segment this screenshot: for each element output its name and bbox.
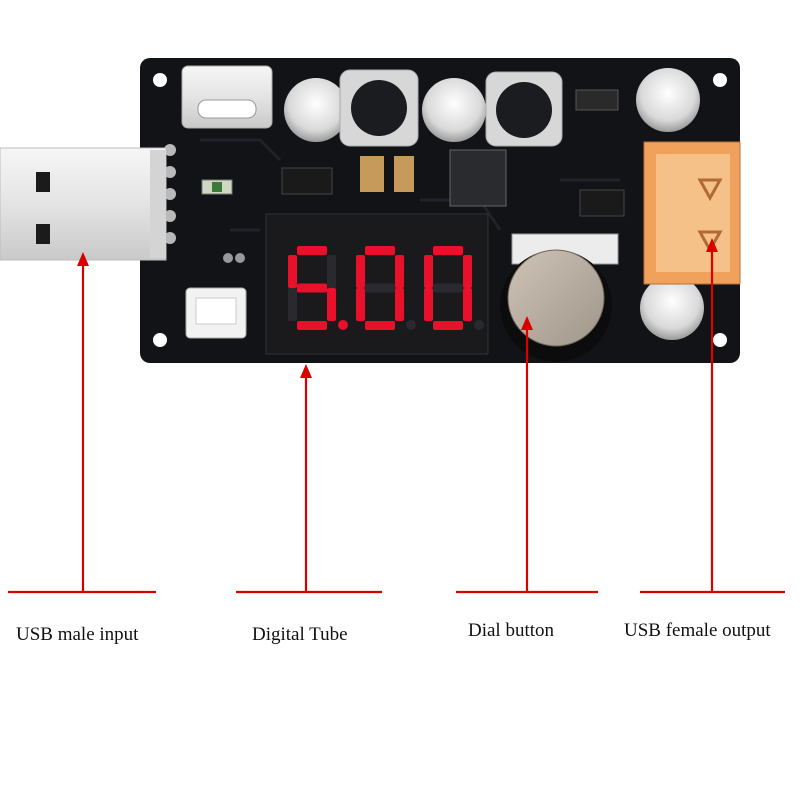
- display-digit: [356, 246, 416, 330]
- decimal-point: [406, 320, 416, 330]
- usb-male-plug-icon: [0, 147, 167, 261]
- segment-c: [327, 288, 336, 321]
- display-digit: [288, 246, 348, 330]
- segment-b: [327, 255, 336, 288]
- segment-f: [356, 255, 365, 288]
- segment-f: [288, 255, 297, 288]
- label-usb-female-output: USB female output: [624, 620, 771, 641]
- segment-c: [463, 288, 472, 321]
- segment-g: [365, 283, 395, 293]
- segment-e: [288, 288, 297, 321]
- segment-b: [395, 255, 404, 288]
- decimal-point: [474, 320, 484, 330]
- segment-c: [395, 288, 404, 321]
- segment-f: [424, 255, 433, 288]
- usb-female-port-icon: [643, 141, 741, 285]
- segment-d: [433, 321, 463, 330]
- arrowhead-digital-tube: [300, 364, 312, 378]
- rotary-dial-icon: [500, 233, 619, 362]
- segment-a: [297, 246, 327, 255]
- display-digit: [424, 246, 484, 330]
- arrowhead-usb-male: [77, 252, 89, 266]
- callout-arrowheads: [77, 238, 718, 378]
- display-digits: [288, 246, 484, 330]
- segment-e: [424, 288, 433, 321]
- segment-g: [297, 283, 327, 293]
- segment-d: [365, 321, 395, 330]
- label-dial-button: Dial button: [468, 620, 555, 641]
- seven-segment-display-icon: [265, 213, 489, 355]
- callout-lines: [8, 242, 785, 594]
- segment-g: [433, 283, 463, 293]
- label-digital-tube: Digital Tube: [252, 624, 348, 645]
- segment-b: [463, 255, 472, 288]
- segment-a: [365, 246, 395, 255]
- segment-d: [297, 321, 327, 330]
- segment-e: [356, 288, 365, 321]
- label-usb-male-input: USB male input: [16, 624, 139, 645]
- decimal-point: [338, 320, 348, 330]
- arrowhead-dial: [521, 316, 533, 330]
- segment-a: [433, 246, 463, 255]
- arrowhead-usb-female: [706, 238, 718, 252]
